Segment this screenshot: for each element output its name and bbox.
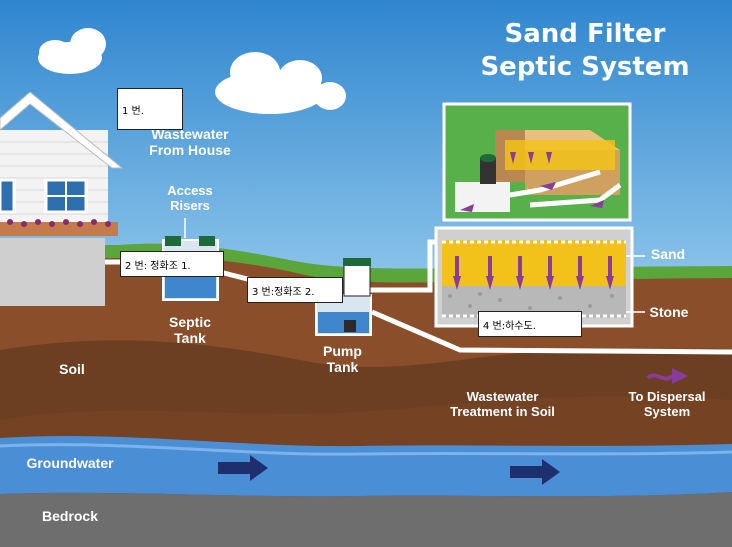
cloud-icon — [38, 28, 106, 74]
annotation-tag-4: 4 번:하수도. — [478, 311, 582, 337]
dispersal-arrow-icon — [646, 368, 688, 384]
house-window — [0, 178, 16, 214]
access-riser — [199, 236, 215, 246]
inset-tank — [455, 182, 510, 212]
sand-layer — [442, 240, 626, 286]
access-risers-label: Access Risers — [167, 183, 213, 213]
flowers — [7, 219, 111, 227]
pump-riser — [343, 261, 371, 297]
inset-sand — [505, 140, 615, 170]
sand-filter-inset — [442, 102, 632, 222]
purple-arrow-icon — [460, 152, 604, 212]
bedrock-label: Bedrock — [41, 508, 99, 524]
title-line-2: Septic System — [480, 51, 690, 82]
annotation-tag-3: 3 번:정화조 2. — [247, 277, 343, 303]
diagram-title: Sand Filter Septic System — [440, 18, 730, 83]
house-roof — [0, 91, 124, 169]
pump-tank-water — [318, 312, 369, 333]
to-dispersal-label: To Dispersal System — [628, 389, 706, 419]
flower-bed — [0, 222, 118, 236]
sand-label: Sand — [650, 246, 686, 262]
cloud-icon — [215, 52, 346, 114]
groundwater-layer — [0, 435, 732, 497]
inset-riser — [480, 158, 496, 184]
sand-filter — [434, 226, 645, 328]
groundwater-highlight — [0, 443, 732, 456]
soil-label: Soil — [59, 361, 85, 377]
groundwater-label: Groundwater — [26, 455, 114, 471]
flow-arrow-icon — [218, 455, 560, 485]
annotation-tag-1: 1 번. — [117, 88, 183, 130]
pump-tank — [315, 258, 372, 336]
annotation-tag-2: 2 번: 정화조 1. — [120, 251, 224, 277]
down-arrow-icon — [453, 276, 614, 290]
access-riser — [165, 236, 181, 246]
pump-tank-label: Pump Tank — [323, 343, 362, 376]
septic-tank-label: Septic Tank — [168, 314, 211, 347]
title-line-1: Sand Filter — [504, 19, 666, 49]
bedrock-layer — [0, 492, 732, 547]
stone-label: Stone — [649, 304, 689, 320]
wastewater-from-house-label: Wastewater From House — [149, 126, 231, 159]
house — [0, 91, 124, 306]
house-foundation — [0, 238, 105, 306]
wastewater-treatment-label: Wastewater Treatment in Soil — [450, 389, 555, 419]
pump-riser-lid — [343, 258, 371, 266]
pump-icon — [344, 320, 356, 332]
